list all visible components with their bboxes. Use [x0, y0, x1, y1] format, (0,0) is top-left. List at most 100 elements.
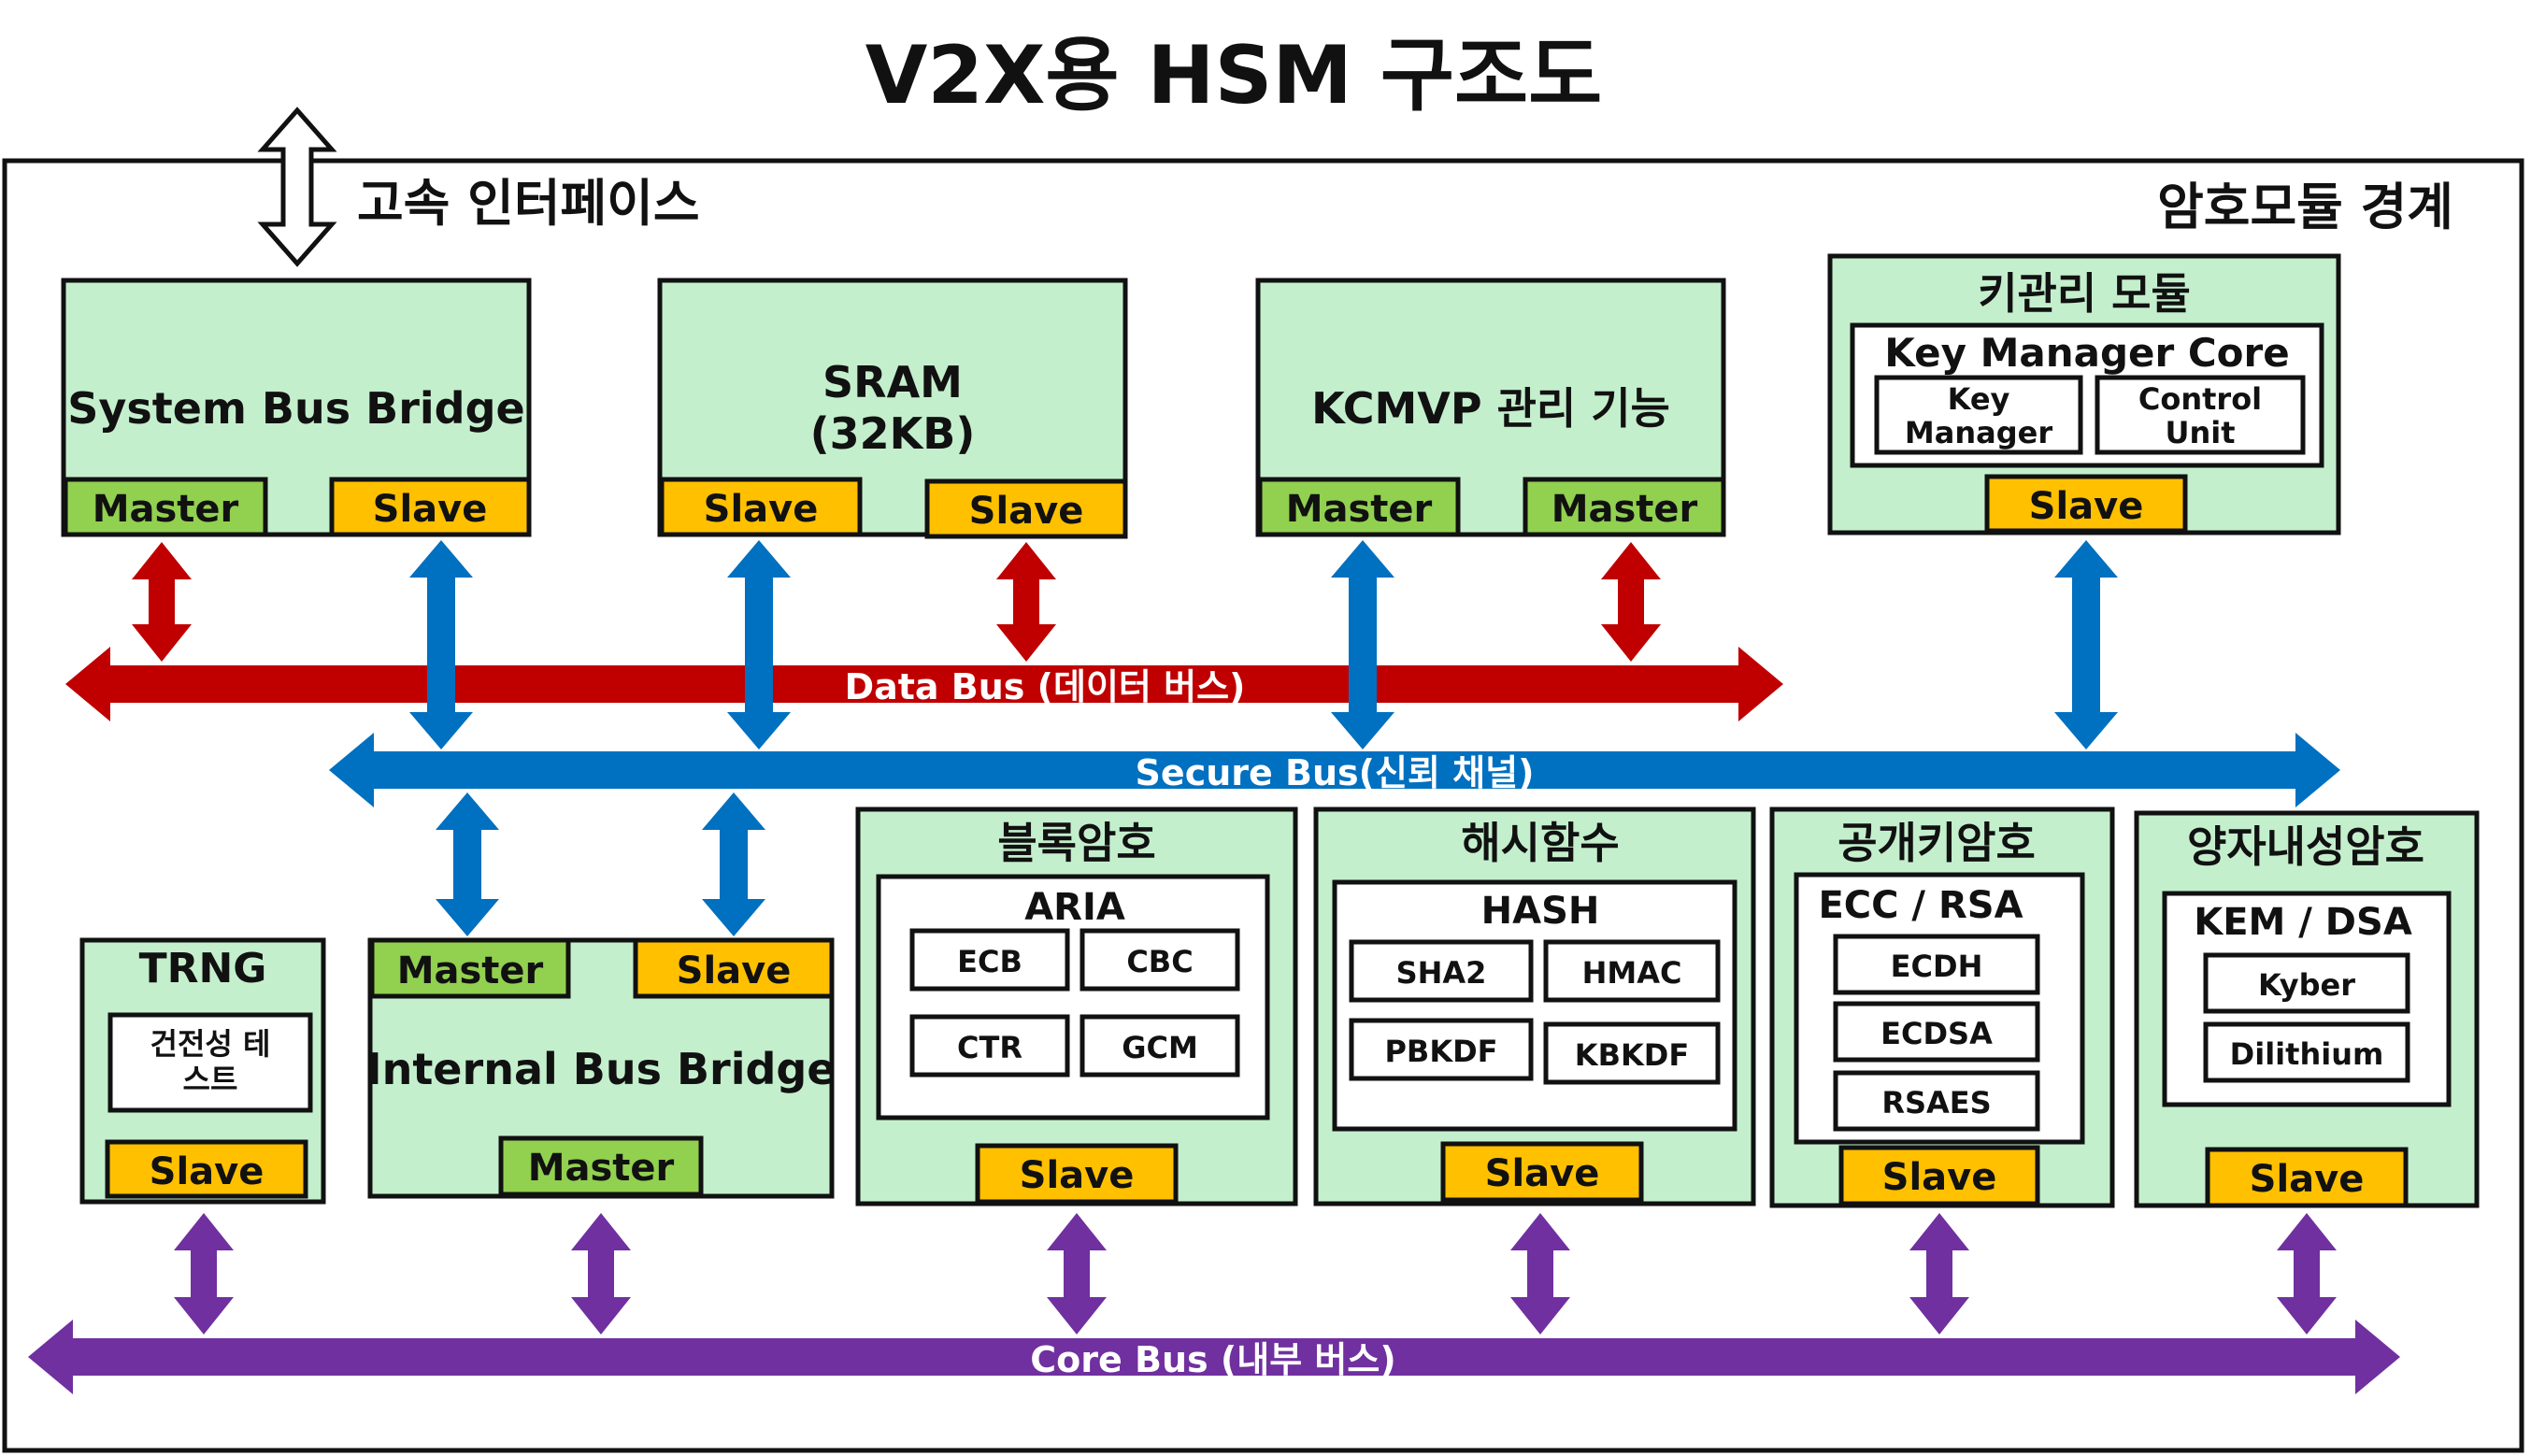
hash-title: 해시함수: [1461, 818, 1619, 868]
control-unit: [2095, 375, 2306, 455]
algo-label: ECDSA: [1880, 1016, 1993, 1051]
slave-port: [659, 477, 863, 537]
secure-connector-ibb-slave: [702, 792, 765, 936]
hash-box: [1332, 879, 1737, 1132]
master-port: [369, 937, 571, 999]
port-label: Master: [93, 488, 239, 531]
port-label: Slave: [704, 488, 819, 531]
mode-label: CBC: [1126, 944, 1193, 979]
algo-sha2: [1349, 939, 1534, 1003]
algo-pbkdf: [1349, 1018, 1534, 1081]
port-label: Slave: [1485, 1152, 1600, 1195]
slave-port: [105, 1139, 308, 1199]
secure-bus-connectors: [409, 540, 2118, 936]
master-port: [1523, 477, 1726, 537]
slave-port: [924, 478, 1128, 539]
sram-block: SRAM (32KB) Slave Slave: [657, 278, 1128, 539]
key-manager-core-title: Key Manager Core: [1884, 330, 2289, 376]
secure-connector-kcmvp-master: [1331, 540, 1394, 749]
port-label: Slave: [2029, 485, 2144, 528]
master-port: [498, 1135, 704, 1197]
mode-ecb: [909, 928, 1070, 992]
health-test-box: [107, 1012, 313, 1113]
trng-block: TRNG 건전성 테 스트 Slave: [79, 937, 326, 1205]
public-key-title: 공개키암호: [1837, 818, 2036, 868]
algo-label: HMAC: [1582, 955, 1682, 991]
mode-label: GCM: [1122, 1030, 1198, 1065]
port-label: Master: [397, 949, 544, 992]
slave-port: [1838, 1145, 2040, 1206]
trng-title: TRNG: [139, 945, 267, 992]
post-quantum-title: 양자내성암호: [2187, 821, 2424, 872]
crypto-module-boundary: [2, 158, 2524, 1453]
kcmvp-title: KCMVP 관리 기능: [1311, 383, 1670, 434]
sram-size: (32KB): [810, 408, 976, 459]
data-connector-sbb-master: [132, 542, 192, 662]
mode-label: ECB: [957, 944, 1022, 979]
core-connector-ibb: [571, 1213, 631, 1335]
core-connector-block-cipher: [1047, 1213, 1107, 1335]
data-connector-kcmvp-master2: [1601, 542, 1661, 662]
algo-kyber: [2203, 952, 2410, 1014]
secure-bus: [329, 733, 2340, 807]
port-label: Master: [528, 1147, 675, 1190]
core-connector-trng: [174, 1213, 234, 1335]
algo-dilithium: [2203, 1021, 2410, 1083]
slave-port: [1440, 1141, 1644, 1203]
mode-label: CTR: [957, 1030, 1022, 1065]
internal-bus-bridge-title: Internal Bus Bridge: [365, 1044, 836, 1094]
data-bus-connectors: [132, 542, 1661, 662]
slave-port: [975, 1143, 1179, 1205]
port-label: Master: [1551, 488, 1698, 531]
slave-port: [1984, 474, 2188, 534]
health-test-label: 스트: [183, 1062, 238, 1097]
data-bus-label: Data Bus (데이터 버스): [845, 666, 1246, 707]
block-cipher-title: 블록암호: [997, 818, 1155, 868]
port-label: Slave: [1882, 1156, 1997, 1199]
mode-gcm: [1080, 1014, 1240, 1078]
ecc-rsa-title: ECC / RSA: [1818, 884, 2023, 927]
sub-label: Key: [1948, 381, 2010, 417]
key-manager-unit: [1874, 375, 2083, 455]
port-label: Slave: [373, 488, 488, 531]
algo-label: Dilithium: [2230, 1036, 2384, 1072]
port-label: Slave: [1020, 1154, 1135, 1197]
port-label: Slave: [677, 949, 792, 992]
hash-block: 해시함수 HASH SHA2 HMAC PBKDF KBKDF Slave: [1313, 807, 1756, 1206]
internal-bus-bridge-block: Master Slave Internal Bus Bridge Master: [365, 937, 837, 1199]
algo-ecdsa: [1833, 1001, 2040, 1063]
port-label: Slave: [969, 490, 1084, 533]
mode-ctr: [909, 1014, 1070, 1078]
port-label: Slave: [150, 1150, 265, 1193]
slave-port: [633, 937, 835, 999]
secure-bus-label: Secure Bus(신뢰 채널): [1136, 752, 1535, 793]
algo-ecdh: [1833, 934, 2040, 995]
system-bus-bridge-block: System Bus Bridge Master Slave: [61, 278, 532, 537]
algo-label: PBKDF: [1384, 1034, 1497, 1069]
post-quantum-block: 양자내성암호 KEM / DSA Kyber Dilithium Slave: [2134, 810, 2480, 1208]
slave-port: [329, 477, 532, 537]
algo-label: KBKDF: [1575, 1037, 1689, 1073]
core-connector-pubkey: [1909, 1213, 1969, 1335]
sram-title: SRAM: [822, 357, 963, 407]
algo-hmac: [1543, 939, 1721, 1003]
mode-cbc: [1080, 928, 1240, 992]
algo-kbkdf: [1543, 1021, 1721, 1085]
algo-label: ECDH: [1891, 949, 1983, 984]
sub-label: Unit: [2165, 415, 2235, 450]
block-cipher-block: 블록암호 ARIA ECB CBC CTR GCM Slave: [855, 807, 1298, 1206]
core-bus-connectors: [174, 1213, 2337, 1335]
port-label: Master: [1286, 488, 1433, 531]
system-bus-bridge-title: System Bus Bridge: [67, 383, 524, 434]
kem-dsa-title: KEM / DSA: [2194, 901, 2412, 944]
secure-connector-sram-slave: [727, 540, 791, 749]
algo-label: SHA2: [1396, 955, 1487, 991]
high-speed-interface-label: 고속 인터페이스: [357, 174, 700, 233]
secure-connector-keymgmt-slave: [2054, 540, 2118, 749]
secure-connector-sbb-slave: [409, 540, 473, 749]
public-key-block: 공개키암호 ECC / RSA ECDH ECDSA RSAES Slave: [1769, 807, 2115, 1208]
key-management-block: 키관리 모듈 Key Manager Core Key Manager Cont…: [1827, 253, 2341, 535]
page-title: V2X용 HSM 구조도: [865, 29, 1603, 122]
port-label: Slave: [2250, 1158, 2365, 1201]
